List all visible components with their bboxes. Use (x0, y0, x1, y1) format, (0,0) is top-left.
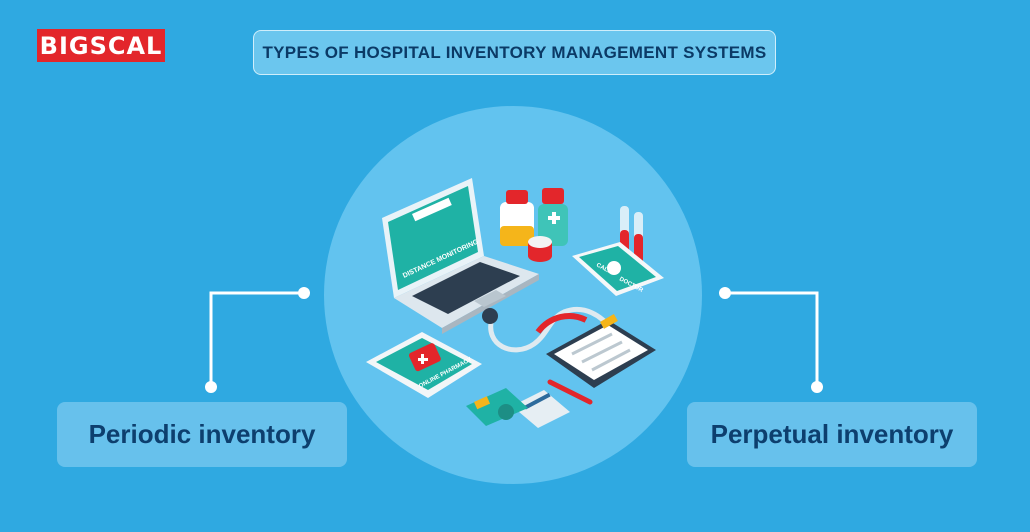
credit-cards-icon (466, 388, 570, 428)
perpetual-inventory-box: Perpetual inventory (687, 402, 977, 467)
stethoscope-icon (482, 306, 615, 353)
pen-icon (547, 379, 593, 405)
illustration-circle (324, 106, 702, 484)
connector-dot-right-bottom (811, 381, 823, 393)
connector-dot-left-bottom (205, 381, 217, 393)
periodic-inventory-label: Periodic inventory (88, 419, 316, 449)
connector-dot-right-top (719, 287, 731, 299)
perpetual-inventory-label: Perpetual inventory (710, 419, 954, 449)
tablet-icon: ONLINE PHARMACY (366, 332, 482, 398)
bigscal-logo[interactable]: BIGSCAL (37, 29, 165, 62)
page-title: TYPES OF HOSPITAL INVENTORY MANAGEMENT S… (262, 42, 767, 62)
test-tubes-icon (620, 206, 643, 264)
logo-text: BIGSCAL (39, 31, 163, 60)
clipboard-icon (546, 314, 656, 388)
title-banner: TYPES OF HOSPITAL INVENTORY MANAGEMENT S… (253, 30, 776, 75)
medical-illustration: DISTANCE MONITORING CALL (366, 178, 664, 428)
connector-dot-left-top (298, 287, 310, 299)
laptop-icon: DISTANCE MONITORING (382, 178, 539, 334)
pill-bottles-icon (500, 188, 568, 262)
phone-icon: CALL DOCTOR (572, 242, 664, 296)
periodic-inventory-box: Periodic inventory (57, 402, 347, 467)
